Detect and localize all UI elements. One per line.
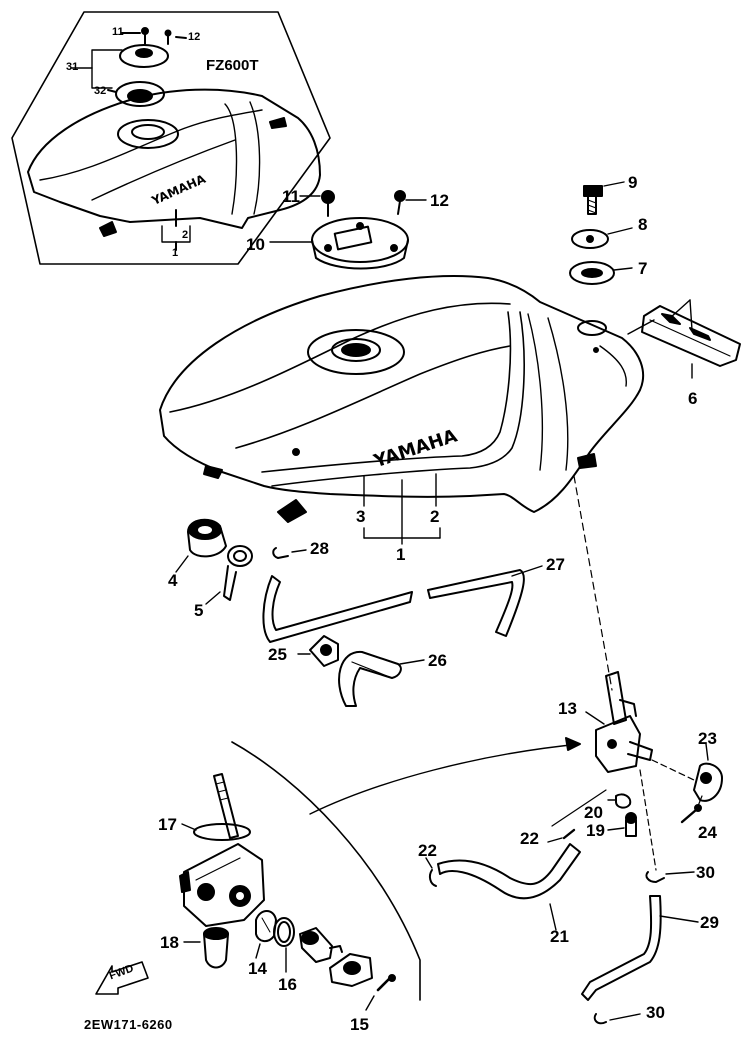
cover-plate — [329, 953, 373, 987]
clip-30a — [645, 871, 665, 883]
bolt-9 — [583, 185, 603, 197]
callout-22-a: 22 — [520, 829, 539, 848]
callout-28: 28 — [310, 539, 329, 558]
fuel-cock-exploded — [95, 741, 421, 1011]
inset-cap-ring — [115, 81, 165, 107]
callout-27: 27 — [546, 555, 565, 574]
filler-neck — [307, 329, 405, 375]
breather-parts — [175, 518, 307, 605]
callout-8: 8 — [638, 215, 648, 234]
hose-21 — [425, 843, 581, 931]
clip-5 — [227, 545, 253, 567]
callout-18: 18 — [160, 933, 179, 952]
fuel-cock-13 — [309, 671, 723, 871]
fuel-pipe — [213, 773, 239, 839]
nut-20 — [615, 793, 632, 809]
callout-12: 12 — [430, 191, 449, 210]
clip-30b — [593, 1013, 607, 1025]
inset-callout-2: 2 — [182, 229, 189, 241]
screw-11 — [321, 190, 335, 204]
callout-3: 3 — [356, 507, 366, 526]
cock-body — [183, 843, 265, 927]
rubber-6 — [641, 305, 741, 367]
clip-22b — [428, 869, 437, 887]
screw-12 — [394, 190, 406, 202]
inset-callout-32: 32 — [94, 85, 107, 97]
band-26 — [338, 650, 402, 707]
callout-14: 14 — [248, 959, 267, 978]
knob-23 — [693, 762, 723, 802]
callout-29: 29 — [700, 913, 719, 932]
inset-callout-11: 11 — [112, 26, 124, 38]
callout-5: 5 — [194, 601, 204, 620]
callout-4: 4 — [168, 571, 178, 590]
callout-1: 1 — [396, 545, 406, 564]
washer-8 — [571, 229, 609, 249]
cap-lock — [333, 225, 373, 251]
callout-6: 6 — [688, 389, 698, 408]
hose-clamp-parts — [297, 635, 425, 707]
lever — [299, 927, 333, 963]
rear-mount-parts — [569, 181, 741, 379]
callout-10: 10 — [246, 235, 265, 254]
ring-16 — [273, 917, 295, 947]
callout-30-a: 30 — [696, 863, 715, 882]
callout-15: 15 — [350, 1015, 369, 1034]
callout-24: 24 — [698, 823, 717, 842]
damper-7 — [569, 261, 615, 285]
callout-30-b: 30 — [646, 1003, 665, 1022]
callout-16: 16 — [278, 975, 297, 994]
callout-22-b: 22 — [418, 841, 437, 860]
callout-23: 23 — [698, 729, 717, 748]
tank-outline — [159, 275, 645, 513]
callout-19: 19 — [586, 821, 605, 840]
callout-9: 9 — [628, 173, 638, 192]
exploded-boundary — [231, 741, 421, 1001]
inset-filler-neck — [117, 119, 179, 149]
inset-callout-1: 1 — [172, 247, 179, 259]
callout-13: 13 — [558, 699, 577, 718]
clip-28 — [272, 547, 289, 559]
fwd-arrow — [95, 961, 149, 995]
inset-callout-31: 31 — [66, 61, 79, 73]
inset-cap — [119, 44, 169, 68]
model-label: FZ600T — [206, 57, 259, 74]
callout-26: 26 — [428, 651, 447, 670]
hose-29 — [581, 871, 699, 1025]
inset-tank-outline — [27, 88, 321, 229]
callout-17: 17 — [158, 815, 177, 834]
tank-leaders — [363, 473, 441, 545]
cap-25 — [309, 635, 339, 667]
assembly-line — [573, 475, 613, 691]
fuel-tank — [159, 275, 645, 523]
gasket-14 — [255, 910, 277, 942]
callout-11: 11 — [282, 187, 300, 206]
fuel-cap-assembly — [269, 190, 427, 270]
o-ring-17 — [193, 823, 251, 841]
callout-2: 2 — [430, 507, 440, 526]
drawing-code: 2EW171-6260 — [84, 1017, 173, 1032]
callout-7: 7 — [638, 259, 648, 278]
callout-20: 20 — [584, 803, 603, 822]
callout-25: 25 — [268, 645, 287, 664]
hose-27 — [262, 565, 543, 643]
inset-callout-12: 12 — [188, 31, 201, 43]
callout-21: 21 — [550, 927, 569, 946]
inset-panel — [11, 11, 331, 265]
